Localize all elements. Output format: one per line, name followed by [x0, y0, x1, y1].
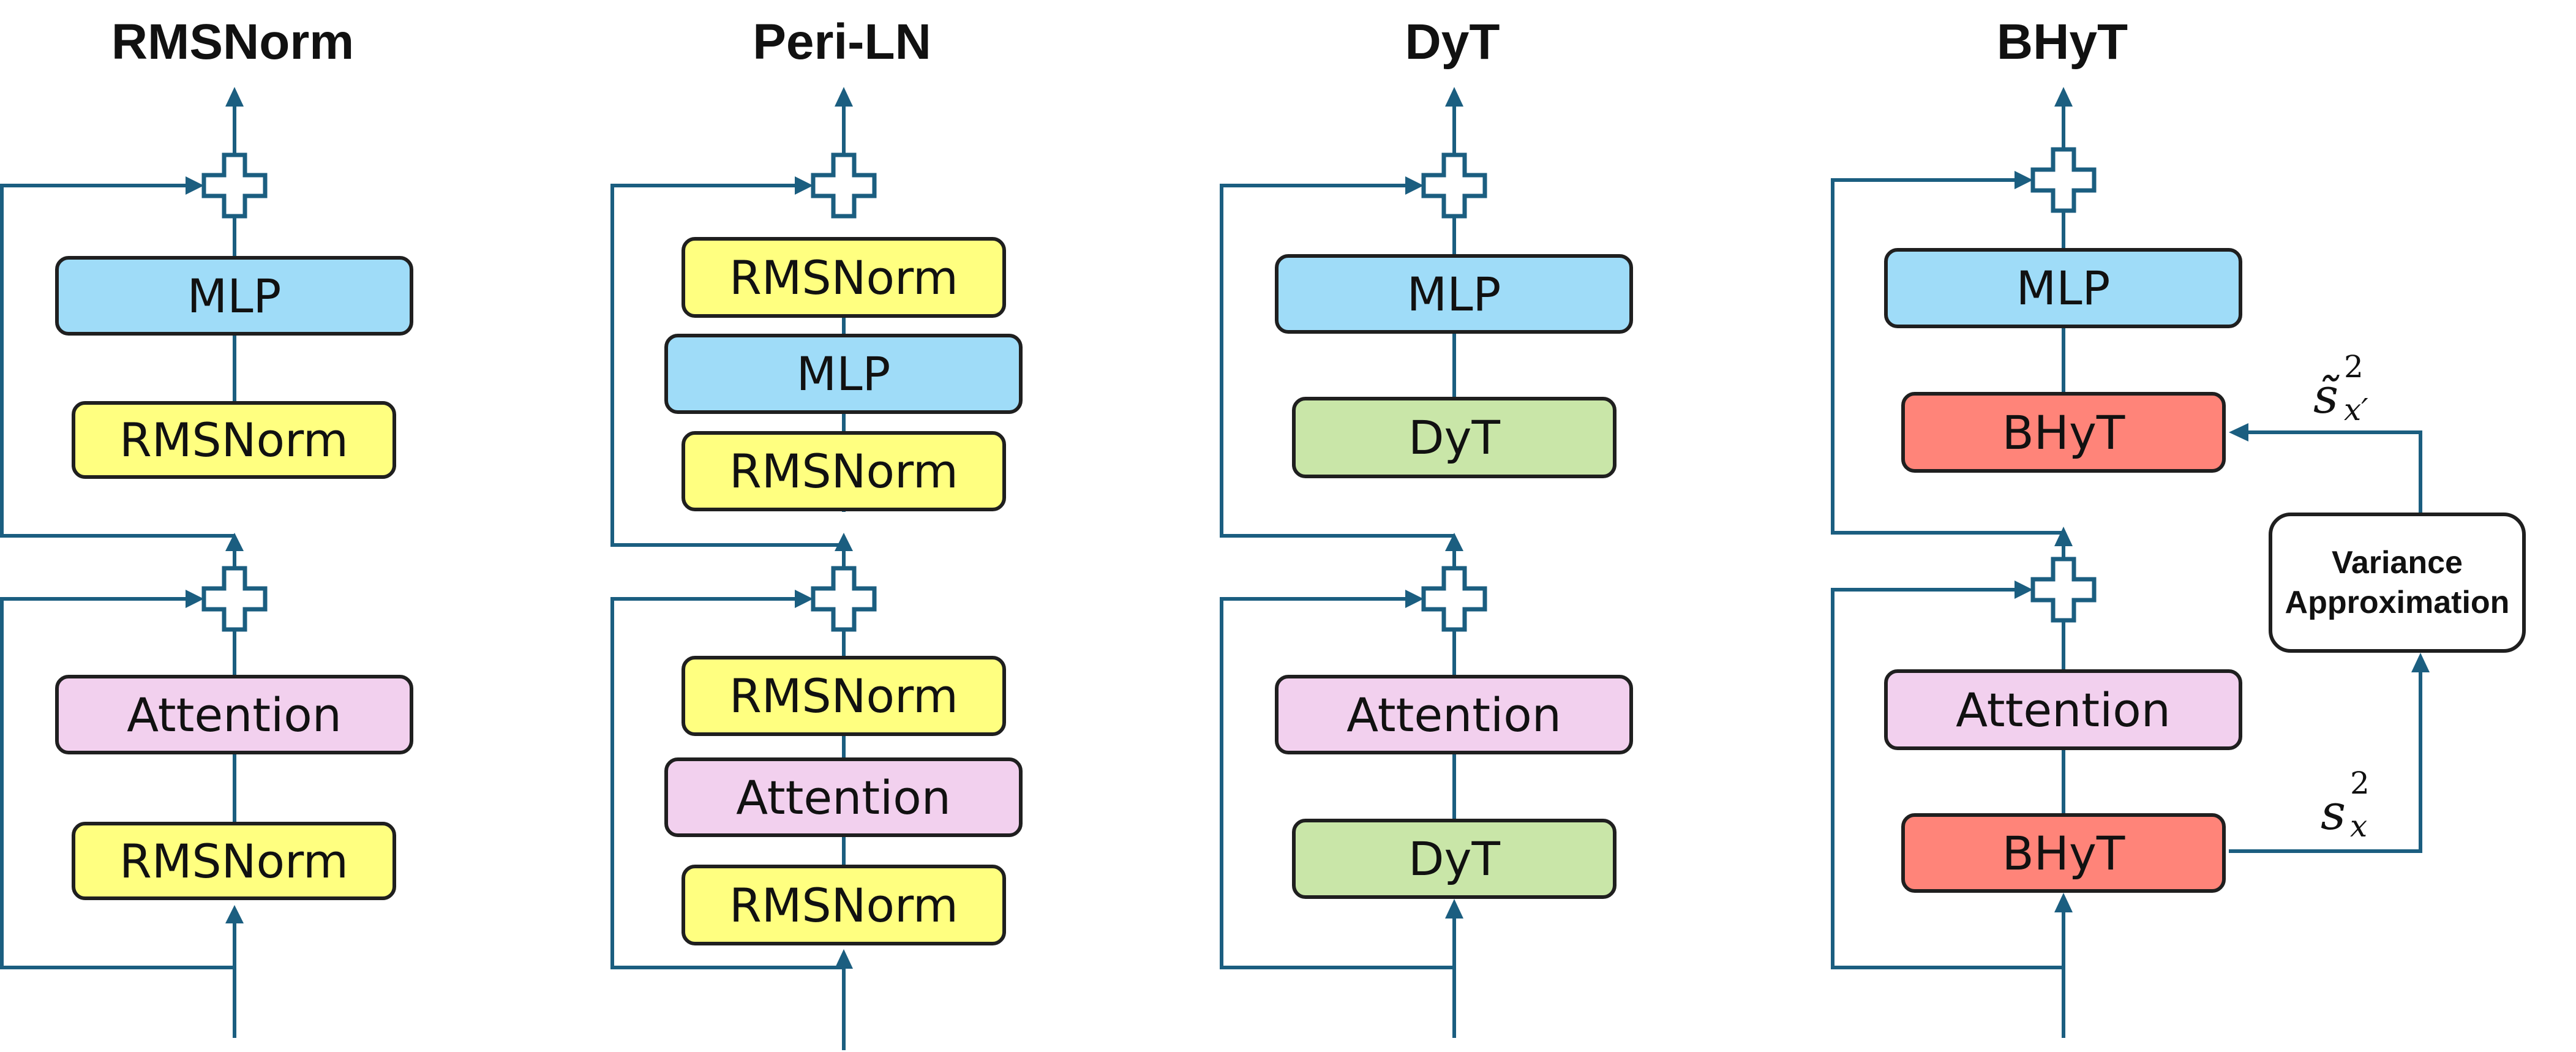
- bhyt-block: BHyT: [1901, 392, 2226, 473]
- residual-add-icon: [1424, 155, 1485, 216]
- residual-add-icon: [2033, 149, 2094, 211]
- attention-block: Attention: [1275, 675, 1633, 754]
- residual-add-icon: [813, 568, 874, 629]
- residual-add-icon: [204, 155, 265, 216]
- rmsnorm-block: RMSNorm: [682, 865, 1006, 945]
- column-periln-wires: [610, 87, 874, 1050]
- dyt-block: DyT: [1292, 819, 1617, 899]
- variance-label: Variance: [2332, 544, 2463, 580]
- approximation-label: Approximation: [2285, 584, 2510, 620]
- attention-block: Attention: [1884, 669, 2242, 750]
- variance-approximation-box: Variance Approximation: [2269, 513, 2526, 653]
- residual-add-icon: [204, 568, 265, 629]
- attention-block: Attention: [664, 757, 1023, 837]
- rmsnorm-block: RMSNorm: [72, 822, 396, 900]
- column-title-bhyt: BHyT: [1996, 14, 2128, 70]
- rmsnorm-block: RMSNorm: [682, 431, 1006, 511]
- column-title-dyt: DyT: [1405, 14, 1500, 70]
- column-title-periln: Peri-LN: [753, 14, 931, 70]
- mlp-block: MLP: [1884, 248, 2242, 328]
- attention-block: Attention: [55, 675, 413, 754]
- bhyt-block: BHyT: [1901, 813, 2226, 893]
- mlp-block: MLP: [55, 256, 413, 336]
- column-title-rmsnorm: RMSNorm: [111, 14, 355, 70]
- mlp-block: MLP: [664, 334, 1023, 414]
- rmsnorm-block: RMSNorm: [72, 401, 396, 479]
- residual-add-icon: [813, 155, 874, 216]
- mlp-block: MLP: [1275, 254, 1633, 334]
- rmsnorm-block: RMSNorm: [682, 237, 1006, 318]
- rmsnorm-block: RMSNorm: [682, 656, 1006, 736]
- residual-add-icon: [1424, 568, 1485, 629]
- residual-add-icon: [2033, 559, 2094, 620]
- variance-input-label: s 2 x: [2321, 765, 2370, 844]
- column-rmsnorm-wires: [0, 87, 265, 1038]
- variance-output-label: s̃ 2 x′: [2313, 349, 2368, 427]
- dyt-block: DyT: [1292, 397, 1617, 478]
